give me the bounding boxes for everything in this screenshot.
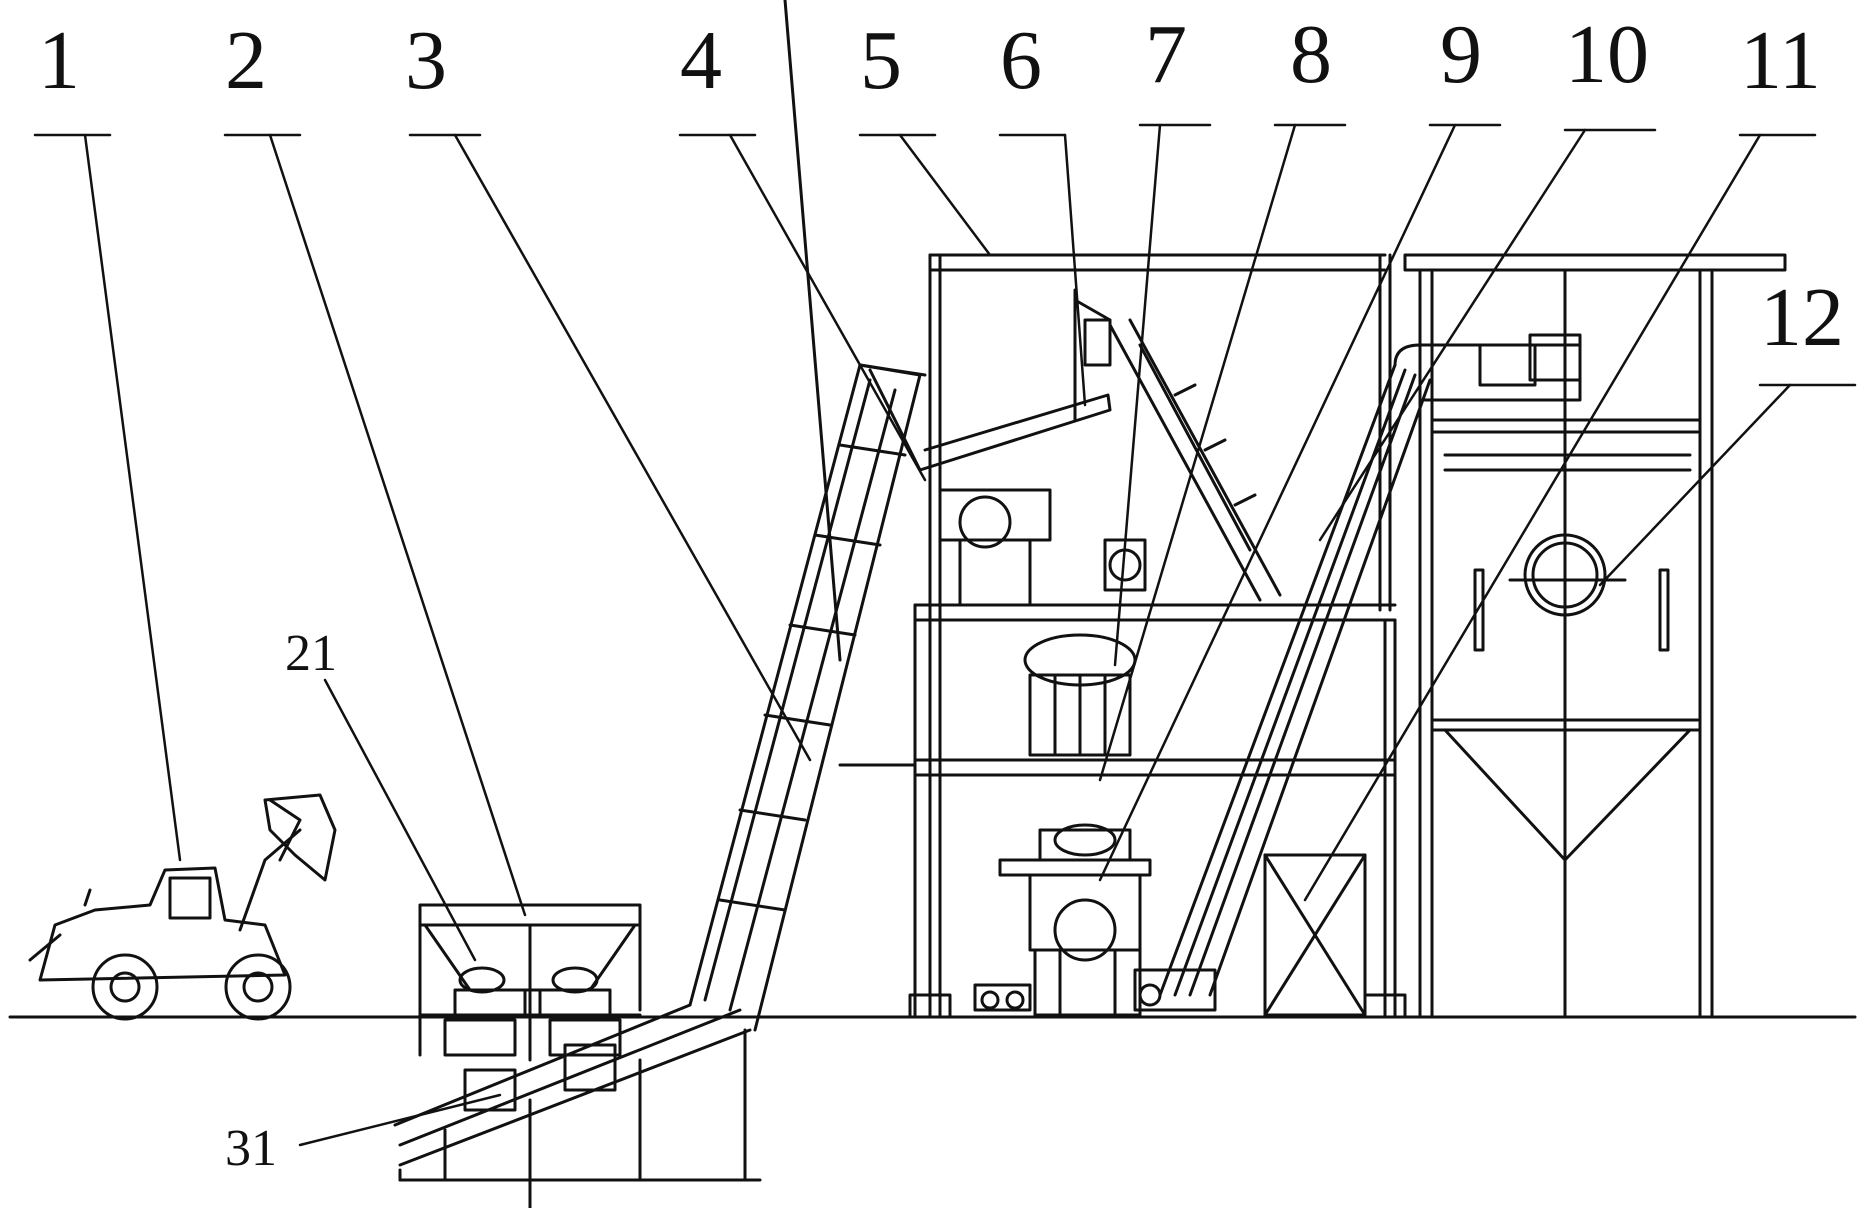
callout-21: 21 [285,625,337,682]
leader-line-2b [268,133,527,917]
leader-line-10b [1318,128,1587,542]
leader-line-31 [298,1093,502,1147]
leader-line-5b [898,133,992,257]
callout-2: 2 [225,14,267,107]
leader-line-6b [1063,133,1087,407]
callout-7: 7 [1145,8,1187,101]
leader-line-4b [728,133,927,482]
callout-5: 5 [860,14,902,107]
cone-crusher [1023,633,1137,757]
callout-labels-small: 21 31 [225,625,337,1177]
wheel-loader [28,793,337,1021]
vertical-shaft-crusher [973,823,1152,1017]
leader-line-8b [1098,123,1297,782]
callout-1: 1 [38,14,80,107]
bucket-elevator [1133,333,1582,1012]
inclined-elevator [688,0,1112,1032]
batching-hopper [418,903,642,1062]
leader-line-1b [83,133,182,862]
storage-silo-tower [1263,253,1787,1017]
leader-line-11b [1303,133,1762,902]
callout-6: 6 [1000,14,1042,107]
callout-3: 3 [405,14,447,107]
leader-line-7b [1113,123,1162,667]
leader-line-12b [1598,383,1792,587]
callout-31: 31 [225,1120,277,1177]
callout-8: 8 [1290,8,1332,101]
callout-11: 11 [1740,14,1821,107]
callout-10: 10 [1565,8,1649,101]
callout-labels: 1 2 3 4 5 6 7 8 9 10 11 12 [38,8,1844,364]
leader-lines [33,123,1857,1147]
lower-belt-conveyor [393,1003,762,1210]
callout-12: 12 [1760,271,1844,364]
callout-9: 9 [1440,8,1482,101]
leader-line-9b [1098,123,1457,882]
leader-line-3b [453,133,812,762]
leader-line-21 [323,678,477,962]
callout-4: 4 [680,14,722,107]
upper-screen-and-crusher [938,288,1147,607]
